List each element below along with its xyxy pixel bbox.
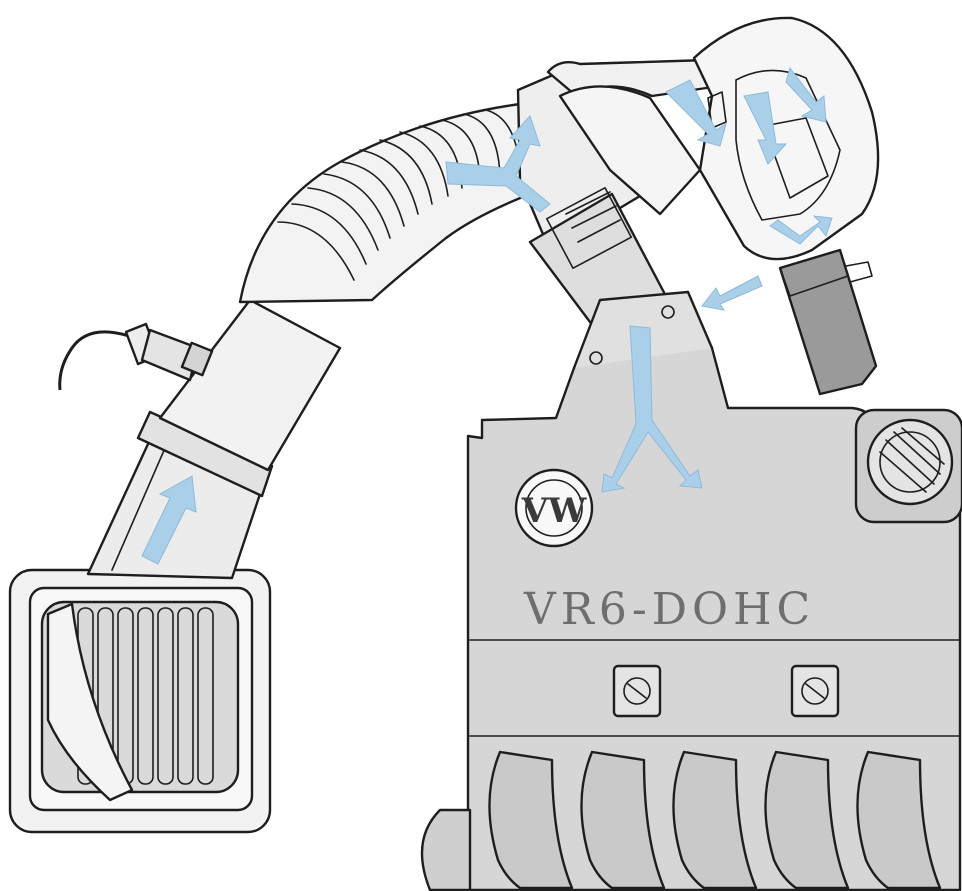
lower-intake-duct [88, 300, 340, 578]
engine-cover-label: VR6-DOHC [523, 584, 815, 635]
air-flow-arrow-icon [702, 276, 762, 310]
intake-air-temperature-sensor [60, 324, 212, 390]
cover-plate-right [792, 666, 838, 716]
oil-filler-cap-icon [856, 410, 962, 522]
idle-valve-connector [780, 250, 876, 394]
air-filter-box [10, 570, 270, 832]
sensor-wire [60, 332, 135, 390]
cover-plate-left [614, 666, 660, 716]
vw-logo-icon: VW [516, 470, 592, 546]
vw-logo-text: VW [521, 491, 587, 531]
